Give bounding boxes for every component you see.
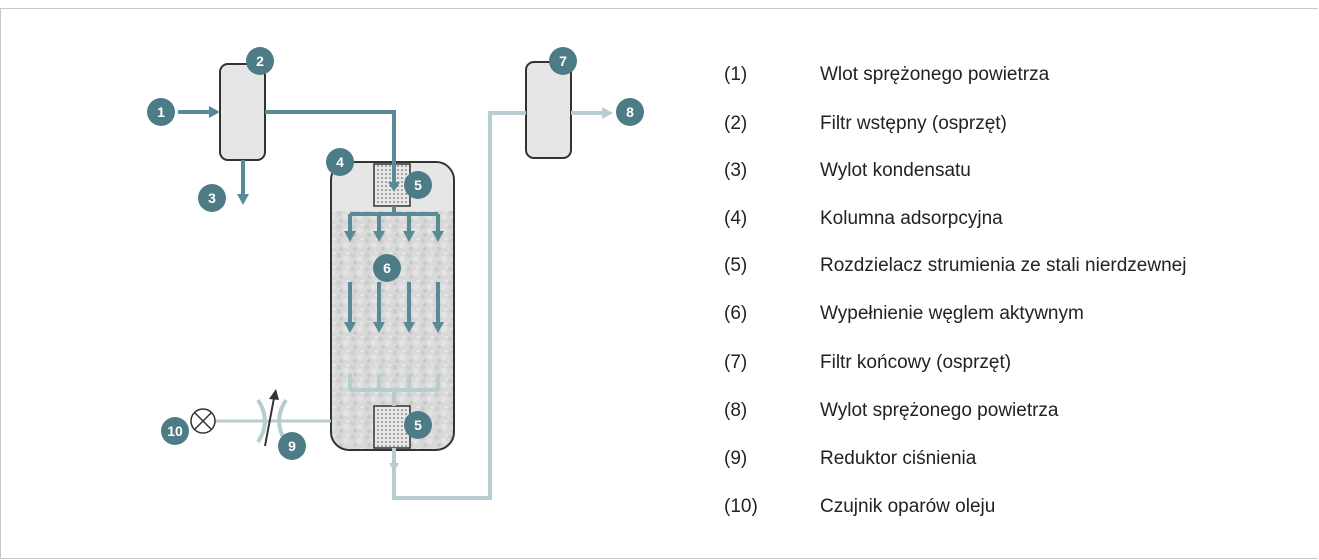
- svg-text:5: 5: [414, 417, 422, 433]
- legend-label: Filtr końcowy (osprzęt): [820, 352, 1012, 373]
- badge-9: 9: [278, 432, 306, 460]
- legend-label: Filtr wstępny (osprzęt): [820, 113, 1007, 134]
- badge-5-top: 5: [404, 171, 432, 199]
- legend-label: Wylot sprężonego powietrza: [820, 400, 1059, 421]
- prefilter: [219, 63, 266, 161]
- legend-label: Kolumna adsorpcyjna: [820, 208, 1003, 229]
- svg-text:9: 9: [288, 438, 296, 454]
- badge-3: 3: [198, 184, 226, 212]
- svg-text:8: 8: [626, 104, 634, 120]
- legend-number: (1): [724, 64, 748, 85]
- inlet-flow: [178, 106, 220, 118]
- badge-2: 2: [246, 47, 274, 75]
- legend-number: (9): [724, 448, 748, 469]
- badge-6: 6: [373, 254, 401, 282]
- outlet-flow: [571, 107, 613, 119]
- final-filter: [525, 61, 572, 159]
- legend-label: Wlot sprężonego powietrza: [820, 64, 1050, 85]
- badge-4: 4: [326, 148, 354, 176]
- legend-number: (2): [724, 113, 748, 134]
- legend-number: (3): [724, 160, 748, 181]
- badge-8: 8: [616, 98, 644, 126]
- legend-number: (7): [724, 352, 748, 373]
- legend-label: Rozdzielacz strumienia ze stali nierdzew…: [820, 255, 1187, 276]
- svg-text:2: 2: [256, 53, 264, 69]
- svg-text:10: 10: [167, 423, 183, 439]
- adsorption-diagram: 1 2 3 4 5 5 6 7 8 9 10: [147, 47, 644, 500]
- svg-text:5: 5: [414, 177, 422, 193]
- svg-text:6: 6: [383, 260, 391, 276]
- svg-text:7: 7: [559, 53, 567, 69]
- legend-label: Wylot kondensatu: [820, 160, 971, 181]
- legend-label: Wypełnienie węglem aktywnym: [820, 303, 1084, 324]
- badge-5-bottom: 5: [404, 411, 432, 439]
- badge-10: 10: [161, 417, 189, 445]
- carbon-bed-flow-arrows: [344, 282, 444, 333]
- bottom-flow-splitter: [373, 405, 411, 449]
- legend-number: (8): [724, 400, 748, 421]
- diagram-frame: [0, 8, 1318, 559]
- legend-number: (4): [724, 208, 748, 229]
- collection-manifold: [348, 374, 440, 406]
- legend-number: (10): [724, 496, 758, 517]
- legend-label: Reduktor ciśnienia: [820, 448, 977, 469]
- condensate-outlet-flow: [237, 160, 249, 205]
- badge-7: 7: [549, 47, 577, 75]
- legend-number: (6): [724, 303, 748, 324]
- prefilter-to-column-line: [265, 110, 396, 185]
- svg-text:1: 1: [157, 104, 165, 120]
- distribution-manifold: [344, 206, 444, 242]
- legend-number: (5): [724, 255, 748, 276]
- oil-vapor-sensor: [190, 408, 216, 434]
- badge-1: 1: [147, 98, 175, 126]
- svg-text:3: 3: [208, 190, 216, 206]
- column-to-final-filter-line: [392, 111, 526, 500]
- svg-text:4: 4: [336, 154, 344, 170]
- legend-label: Czujnik oparów oleju: [820, 496, 996, 517]
